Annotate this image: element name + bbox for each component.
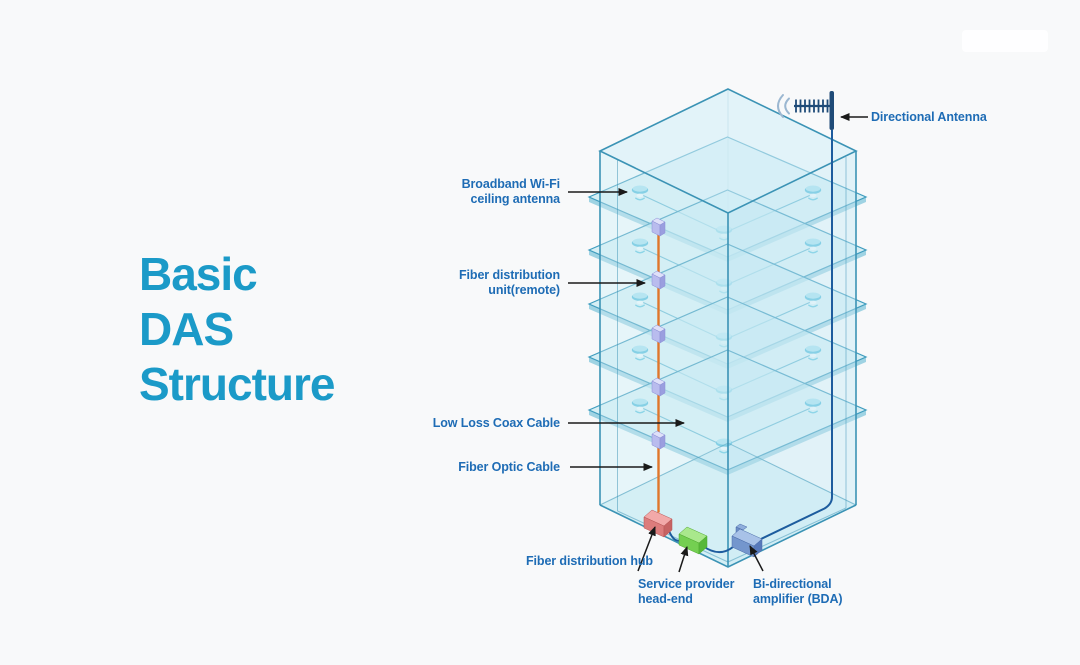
signal-wave-icon [784,97,790,115]
arrow-head-end [678,546,689,573]
antenna-pole [829,91,834,130]
service-provider-head-end-box [678,526,708,555]
arrow-fiber-hub [637,526,656,572]
arrow-bda [749,545,764,572]
label-broadband-wifi-ceiling-antenna: Broadband Wi-Fi ceiling antenna [461,177,560,206]
label-directional-antenna: Directional Antenna [871,110,987,124]
label-low-loss-coax-cable: Low Loss Coax Cable [432,416,560,430]
directional-antenna-icon [777,91,834,130]
label-fiber-distribution-hub: Fiber distribution hub [526,554,653,568]
page-title: Basic DAS Structure [139,248,335,410]
bda-box [731,523,763,558]
antenna-feed-cable-line [760,130,833,540]
signal-wave-icon [777,94,784,118]
label-service-provider-head-end: Service provider head-end [638,577,735,606]
watermark-logo [962,30,1048,52]
label-fiber-distribution-unit: Fiber distribution unit(remote) [459,268,560,297]
building-edges [598,88,858,568]
label-fiber-optic-cable: Fiber Optic Cable [458,460,560,474]
label-bda: Bi-directional amplifier (BDA) [753,577,843,606]
callout-arrows [568,113,868,573]
